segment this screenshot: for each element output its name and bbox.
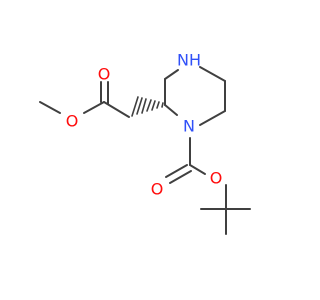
bond-c-top-left-nh [164,69,179,80]
bond-carbamate-c-o-double-1 [165,164,188,178]
atom-n1: N [183,117,195,136]
atom-nh: NH [177,51,201,70]
bond-carbonyl-c-o-single [83,101,105,114]
bond-o-methyl [39,101,61,114]
bond-carbamate-c-o-double-2 [169,170,192,184]
bond-carbamate-c-o-ether [189,164,206,175]
atom-o-methoxy: O [66,112,79,131]
bond-nh-c-top-right [199,66,226,82]
atom-o-carbamate-carbonyl: O [151,180,164,199]
piperazine-ring [164,66,226,126]
bond-n1-c-stereo [164,104,178,116]
atom-o-carbamate-ether: O [210,169,223,188]
stereo-hash-wedge [131,96,164,117]
ester-side-chain [39,81,130,118]
molecule-structure: NH N O O O O [39,51,251,235]
boc-group [165,137,251,235]
bond-c-right-n1 [199,110,226,126]
atom-o-ester-carbonyl: O [98,65,111,84]
